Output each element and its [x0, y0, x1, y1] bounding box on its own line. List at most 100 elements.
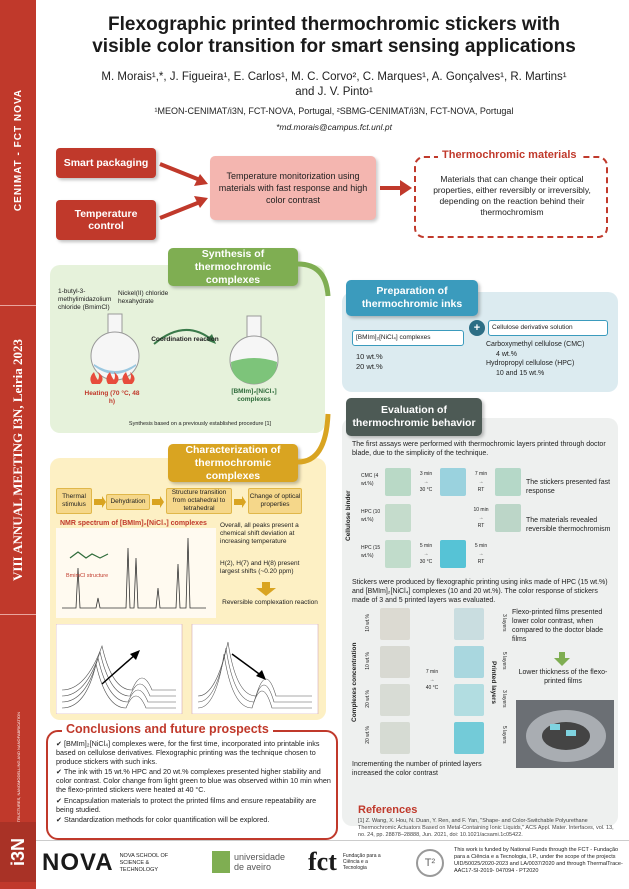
- flexo-20-3-hot: [454, 684, 484, 716]
- flexo-text: Stickers were produced by flexographic p…: [352, 579, 608, 604]
- temperature-monitorization-box: Temperature monitorization using materia…: [210, 156, 376, 220]
- ink-complex-box: [BMIm]₂[NiCl₄] complexes: [352, 330, 464, 346]
- layers-5-a: 5 layers: [501, 652, 507, 670]
- sample-hpc15-hot: [440, 540, 466, 568]
- product-label: [BMIm]₂[NiCl₄] complexes: [231, 388, 277, 403]
- contact-email: *md.morais@campus.fct.unl.pt: [276, 122, 392, 132]
- flexo-10-3-hot: [454, 608, 484, 640]
- cellulose-solution-box: Cellulose derivative solution: [488, 320, 608, 336]
- affiliations: ¹MEON-CENIMAT/i3N, FCT-NOVA, Portugal, ²…: [154, 106, 514, 116]
- sidebar-institute-band: CENIMAT - FCT NOVA: [0, 0, 36, 300]
- printed-layers-label: Printed layers: [490, 660, 497, 704]
- conclusions-list: ✔ [BMIm]₂[NiCl₄] complexes were, for the…: [56, 739, 332, 827]
- conclusion-item: ✔ The ink with 15 wt.% HPC and 20 wt.% c…: [56, 767, 331, 794]
- conclusion-item: ✔ Encapsulation materials to protect the…: [56, 795, 317, 814]
- printing-roll-photo: [516, 700, 614, 768]
- aveiro-emblem-icon: [212, 851, 230, 873]
- characterization-connector: [297, 413, 331, 465]
- row-hpc15-label: HPC (15 wt.%): [361, 545, 381, 559]
- sample-hpc10-return: [495, 504, 521, 532]
- synthesis-note: Synthesis based on a previously establis…: [128, 421, 272, 427]
- characterization-header: Characterization of thermochromic comple…: [168, 444, 298, 482]
- author-list: M. Morais¹,*, J. Figueira¹, E. Carlos¹, …: [101, 71, 567, 98]
- nmr-title: NMR spectrum of [BMIm]₂[NiCl₄] complexes: [60, 520, 207, 527]
- thermochromic-materials-title: Thermochromic materials: [438, 149, 581, 161]
- arrow-7min: 7 min→RT: [474, 471, 488, 493]
- inks-header: Preparation of thermochromic inks: [346, 280, 478, 316]
- step-thermal-stimulus: Thermal stimulus: [56, 488, 92, 514]
- step-dehydration: Dehydration: [106, 494, 150, 510]
- evaluation-intro: The first assays were performed with the…: [352, 441, 606, 457]
- conc-20-label-a: 20 wt.%: [365, 690, 371, 708]
- reagent-nickel-chloride: Nickel(II) chloride hexahydrate: [118, 290, 169, 305]
- flow-arrows: [94, 496, 246, 508]
- step-structure-transition: Structure transition from octahedral to …: [166, 488, 232, 514]
- conc-20-label-b: 20 wt.%: [365, 726, 371, 744]
- arrow-7min-40c: 7 min→40 °C: [425, 669, 439, 691]
- nmr-temperature-series: [56, 624, 319, 714]
- conc-10-label-a: 10 wt.%: [365, 614, 371, 632]
- plus-icon: +: [469, 320, 485, 336]
- arrow-5min-rt: 5 min→RT: [474, 543, 488, 565]
- aveiro-logo: universidade de aveiro: [212, 851, 296, 873]
- flask-product-icon: [229, 315, 279, 385]
- smart-packaging-box: Smart packaging: [56, 148, 156, 178]
- arrow-5min-heat: 5 min→30 °C: [419, 543, 433, 565]
- conc-10-label-b: 10 wt.%: [365, 652, 371, 670]
- intro-arrow-right: [380, 180, 412, 196]
- synthesis-connector: [297, 261, 331, 297]
- nmr-spectrum: [56, 528, 216, 618]
- obs-reversible: The materials revealed reversible thermo…: [526, 517, 611, 533]
- arrow-10min: 10 min→RT: [473, 507, 489, 529]
- conclusions-title: Conclusions and future prospects: [62, 722, 273, 736]
- fct-logo: fct Fundação para a Ciência e a Tecnolog…: [308, 847, 381, 876]
- nova-logo: NOVA NOVA SCHOOL OF SCIENCE & TECHNOLOGY: [42, 849, 169, 876]
- sample-cmc-return: [495, 468, 521, 496]
- obs-more-layers: Incrementing the number of printed layer…: [352, 761, 482, 777]
- sidebar-institute-fullname: INSTITUTE FOR NANOSTRUCTURES, NANOMODELL…: [15, 712, 21, 868]
- nmr-point-2: H(2), H(7) and H(8) present largest shif…: [220, 560, 300, 575]
- sidebar-meeting-band: VIII ANNUAL MEETING I3N, Leiria 2023: [0, 305, 36, 615]
- sample-hpc10-cold: [385, 504, 411, 532]
- sample-cmc-hot: [440, 468, 466, 496]
- sample-cmc-cold: [385, 468, 411, 496]
- ink-conc-list: 10 wt.% 20 wt.%: [356, 352, 383, 371]
- heating-flames-icon: [90, 372, 135, 384]
- flask-reactants-icon: [90, 313, 140, 381]
- synthesis-header: Synthesis of thermochromic complexes: [168, 248, 298, 286]
- flexo-20-3-cold: [380, 684, 410, 716]
- thermochromic-materials-text: Materials that can change their optical …: [433, 174, 591, 217]
- layers-3-b: 3 layers: [501, 690, 507, 708]
- flexo-20-5-hot: [454, 722, 484, 754]
- layers-3-a: 3 layers: [501, 614, 507, 632]
- obs-fast-response: The stickers presented fast response: [526, 479, 611, 495]
- obs-lower-contrast: Flexo-printed films presented lower colo…: [512, 609, 604, 643]
- footer: NOVA NOVA SCHOOL OF SCIENCE & TECHNOLOGY…: [36, 840, 629, 889]
- flexo-10-5-cold: [380, 646, 410, 678]
- bmim-structure-label: BmimCl structure: [66, 573, 109, 579]
- sidebar: CENIMAT - FCT NOVA VIII ANNUAL MEETING I…: [0, 0, 36, 889]
- reagent-bmimcl: 1-butyl-3-methylimidazolium chloride (Bm…: [58, 288, 112, 311]
- conclusions-panel: [46, 730, 338, 840]
- thermaltrace-logo: T²: [416, 849, 444, 877]
- poster-title: Flexographic printed thermochromic stick…: [92, 14, 576, 57]
- heating-label: Heating (70 °C, 48 h): [84, 390, 140, 405]
- down-arrow-eval-icon: [554, 652, 570, 666]
- sample-hpc15-cold: [385, 540, 411, 568]
- intro-arrows: [159, 162, 208, 220]
- conclusion-item: ✔ Standardization methods for color quan…: [56, 815, 270, 825]
- flexo-10-3-cold: [380, 608, 410, 640]
- reference-1: [1] Z. Wang, X. Hou, N. Duan, Y. Ren, an…: [358, 818, 614, 838]
- coordination-reaction-label: Coordination reaction: [151, 336, 219, 343]
- evaluation-header: Evaluation of thermochromic behavior: [346, 398, 482, 436]
- layers-5-b: 5 layers: [501, 726, 507, 744]
- reaction-arrow-icon: [153, 328, 216, 345]
- flexo-20-5-cold: [380, 722, 410, 754]
- obs-lower-thickness: Lower thickness of the flexo-printed fil…: [518, 669, 608, 685]
- step-optical-change: Change of optical properties: [248, 488, 302, 514]
- row-cmc-label: CMC (4 wt.%): [361, 473, 379, 487]
- nmr-point-3: Reversible complexation reaction: [222, 599, 318, 606]
- flexo-10-5-hot: [454, 646, 484, 678]
- row-hpc10-label: HPC (10 wt.%): [361, 509, 381, 523]
- cellulose-binder-label: Cellulose binder: [345, 490, 352, 542]
